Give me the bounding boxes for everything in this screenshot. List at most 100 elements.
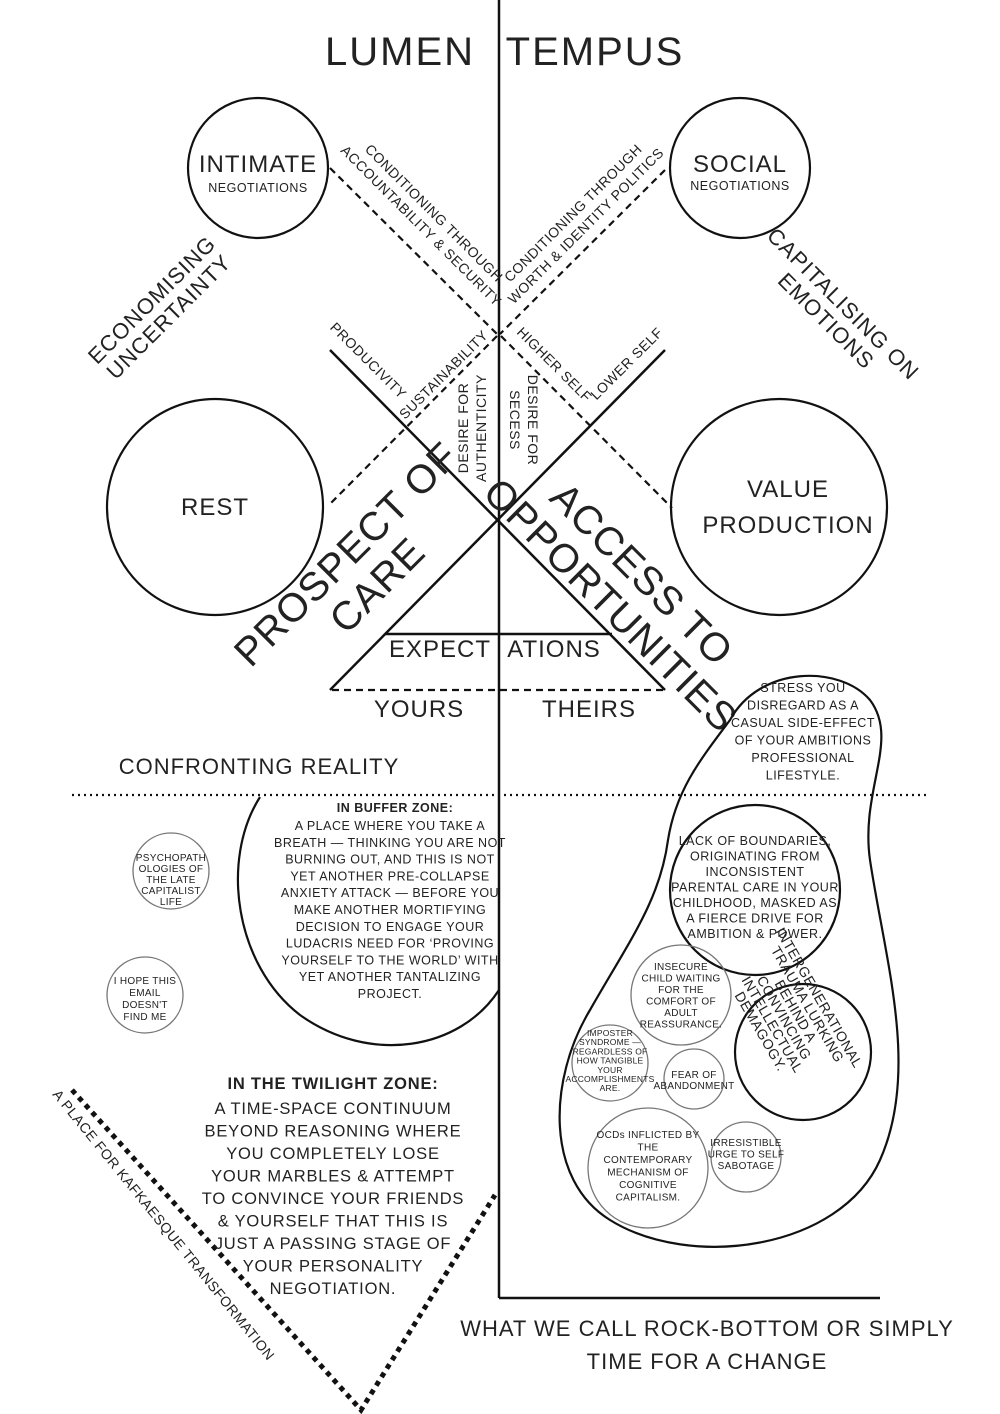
imposter-lines-line: SYNDROME — (579, 1037, 641, 1047)
stress-lines-line: STRESS YOU (760, 681, 845, 695)
twilight-zone-text: IN THE TWILIGHT ZONE: A TIME-SPACE CONTI… (202, 1075, 464, 1298)
dashed-diagonal-value (500, 335, 673, 509)
value-label-line2: PRODUCTION (702, 512, 873, 539)
intergenerational-circle: INTERGENERATIONALTRAUMA LURKINGBEHIND AC… (714, 925, 873, 1122)
value-production-circle: VALUE PRODUCTION (669, 397, 889, 617)
social-title: SOCIAL (693, 151, 787, 178)
svg-text:AUTHENTICITY: AUTHENTICITY (473, 374, 489, 482)
buffer-lines-line: ANXIETY ATTACK — BEFORE YOU (281, 886, 499, 900)
stress-lines-line: CASUAL SIDE-EFFECT (731, 716, 875, 730)
rest-label: REST (181, 494, 249, 521)
fear-lines-line: ABANDONMENT (653, 1081, 734, 1092)
footer-line2: TIME FOR A CHANGE (587, 1349, 828, 1374)
ocd-lines-line: CONTEMPORARY (604, 1155, 693, 1166)
boundaries-lines-line: ORIGINATING FROM (690, 850, 820, 864)
svg-text:DESIRE FOR: DESIRE FOR (455, 383, 471, 474)
social-sub: NEGOTIATIONS (690, 179, 790, 193)
imposter-lines-line: ACCOMPLISHMENTS (566, 1074, 655, 1084)
twilight-lines-line: TO CONVINCE YOUR FRIENDS (202, 1190, 464, 1208)
buffer-lines-line: MAKE ANOTHER MORTIFYING (294, 903, 487, 917)
buffer-lines-line: PROJECT. (358, 987, 422, 1001)
boundaries-lines-line: INCONSISTENT (705, 865, 804, 879)
capitalising-label: CAPITALISING ON EMOTIONS (762, 223, 924, 385)
boundaries-lines-line: LACK OF BOUNDARIES, (679, 834, 832, 848)
twilight-lines-line: YOUR PERSONALITY (243, 1258, 424, 1276)
email-lines-line: I HOPE THIS (114, 976, 177, 987)
twilight-lines-line: YOUR MARBLES & ATTEMPT (211, 1168, 455, 1186)
psycho-lines-line: LIFE (160, 897, 182, 908)
imposter-lines-line: YOUR (597, 1065, 622, 1075)
insecure-lines-line: INSECURE (654, 962, 708, 973)
yours-label: YOURS (374, 696, 464, 723)
lower-self-label: LOWER SELF (587, 324, 666, 403)
twilight-lines-line: JUST A PASSING STAGE OF (215, 1235, 452, 1253)
svg-text:SECESS: SECESS (507, 390, 523, 450)
footer-line1: WHAT WE CALL ROCK-BOTTOM OR SIMPLY (460, 1316, 954, 1341)
insecure-lines-line: COMFORT OF (646, 997, 716, 1008)
desire-secess-label: DESIRE FOR SECESS (507, 375, 541, 466)
expect-right-label: ATIONS (507, 636, 601, 663)
svg-text:CONDITIONING THROUGH: CONDITIONING THROUGH (362, 141, 506, 285)
stress-lines-line: OF YOUR AMBITIONS (735, 734, 872, 748)
ocd-lines-line: THE (638, 1143, 659, 1154)
boundaries-lines-line: AMBITION & POWER. (688, 927, 823, 941)
theirs-label: THEIRS (542, 696, 636, 723)
insecure-lines-line: ADULT (664, 1008, 698, 1019)
sabotage-lines-line: URGE TO SELF (708, 1150, 785, 1161)
buffer-zone-text: IN BUFFER ZONE: A PLACE WHERE YOU TAKE A… (274, 801, 505, 1001)
sabotage-lines-line: SABOTAGE (718, 1161, 775, 1172)
twilight-lines-line: NEGOTIATION. (270, 1280, 397, 1298)
insecure-lines-line: CHILD WAITING (641, 974, 720, 985)
conditioning-left-label: CONDITIONING THROUGH ACCOUNTABILITY & SE… (338, 141, 506, 310)
insecure-lines-line: REASSURANCE. (640, 1020, 723, 1031)
stress-lines-line: PROFESSIONAL (751, 751, 854, 765)
stress-lines-line: DISREGARD AS A (747, 699, 859, 713)
twilight-lines-line: YOU COMPLETELY LOSE (226, 1145, 440, 1163)
dashed-diagonal-rest (327, 335, 498, 507)
tempus-title: TEMPUS (506, 30, 685, 74)
expect-left-label: EXPECT (389, 636, 491, 663)
insecure-lines-line: FOR THE (658, 985, 704, 996)
buffer-lines-line: YET ANOTHER TANTALIZING (299, 970, 481, 984)
boundaries-lines-line: A FIERCE DRIVE FOR (686, 912, 824, 926)
ocd-lines-line: OCDs INFLICTED BY (597, 1130, 700, 1141)
psycho-lines-line: CAPITALIST (141, 886, 201, 897)
intimate-sub: NEGOTIATIONS (208, 181, 308, 195)
svg-text:IN BUFFER ZONE:: IN BUFFER ZONE: (337, 801, 454, 815)
svg-text:INTERGENERATIONALTRAUMA LURKIN: INTERGENERATIONALTRAUMA LURKINGBEHIND AC… (714, 925, 866, 1105)
svg-text:CONDITIONING THROUGH: CONDITIONING THROUGH (501, 141, 645, 285)
ocd-lines-line: MECHANISM OF (607, 1168, 688, 1179)
ocd-lines-line: COGNITIVE (619, 1180, 677, 1191)
twilight-lines-line: A TIME-SPACE CONTINUUM (214, 1100, 451, 1118)
boundaries-lines-line: PARENTAL CARE IN YOUR (671, 881, 839, 895)
rock-bottom-blob (558, 674, 900, 1248)
buffer-lines-line: DECISION TO ENGAGE YOUR (296, 920, 485, 934)
buffer-lines-line: BURNING OUT, AND THIS IS NOT (285, 853, 495, 867)
economising-label: ECONOMISING UNCERTAINTY (83, 231, 236, 384)
svg-text:WORTH & IDENTITY POLITICS: WORTH & IDENTITY POLITICS (505, 145, 667, 307)
imposter-lines-line: HOW TANGIBLE (577, 1056, 644, 1066)
dashed-diagonal-social (499, 169, 666, 335)
sabotage-lines-line: IRRESISTIBLE (710, 1138, 781, 1149)
svg-text:DESIRE FOR: DESIRE FOR (525, 375, 541, 466)
psycho-lines-line: OLOGIES OF (139, 864, 204, 875)
svg-text:IN THE TWILIGHT ZONE:: IN THE TWILIGHT ZONE: (227, 1075, 438, 1093)
prospect-of-care-label: PROSPECT OF CARE (226, 434, 467, 675)
intimate-circle: INTIMATE NEGOTIATIONS (186, 96, 330, 240)
social-circle: SOCIAL NEGOTIATIONS (668, 96, 812, 240)
twilight-lines-line: BEYOND REASONING WHERE (205, 1123, 462, 1141)
